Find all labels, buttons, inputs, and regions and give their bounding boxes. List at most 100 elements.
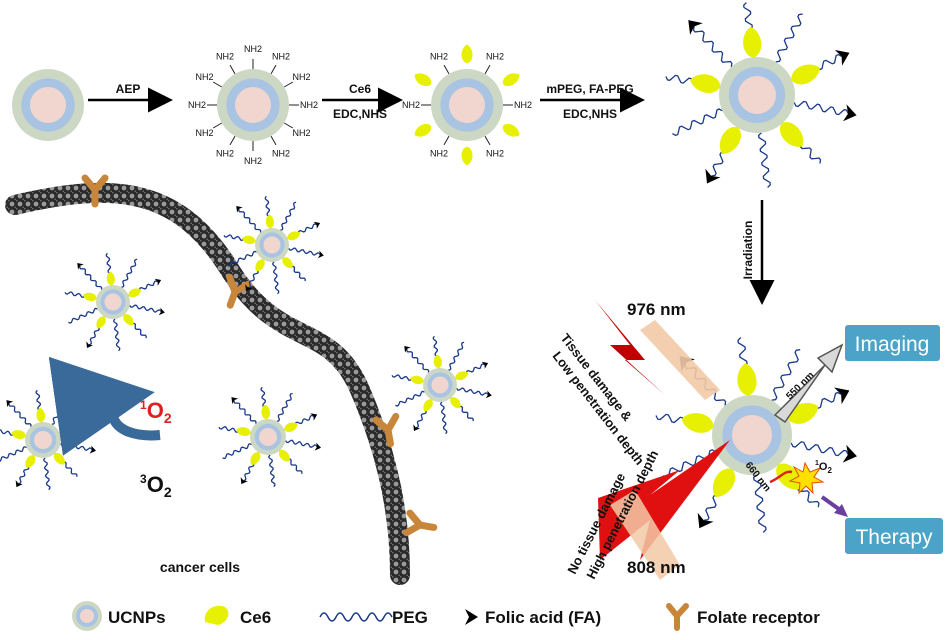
ce6-molecule bbox=[780, 122, 804, 147]
functionalized-ucnp bbox=[223, 195, 324, 295]
cancer-cells-label: cancer cells bbox=[160, 559, 240, 575]
peg-chain bbox=[79, 265, 103, 290]
ce6-molecule bbox=[502, 73, 520, 87]
therapy-box: Therapy bbox=[845, 518, 943, 554]
amine-label: NH2 bbox=[292, 72, 310, 82]
ce6-shape bbox=[502, 123, 520, 137]
amine-label: NH2 bbox=[486, 148, 504, 158]
laser-976: 976 nm Tissue damage & Low penetration d… bbox=[550, 300, 720, 468]
label-aep: AEP bbox=[116, 82, 141, 96]
nanoparticles: NH2NH2NH2NH2NH2NH2NH2NH2NH2NH2NH2NH2NH2N… bbox=[0, 2, 857, 533]
functionalized-ucnp bbox=[655, 337, 857, 533]
folic-acid-tip bbox=[89, 445, 97, 454]
ce6-molecule bbox=[681, 413, 714, 433]
peg-chain bbox=[121, 258, 138, 288]
ce6-molecule bbox=[123, 314, 134, 326]
ce6-shape bbox=[414, 123, 432, 137]
peg-chain bbox=[129, 304, 162, 313]
ce6-shape bbox=[282, 257, 293, 269]
ce6-molecule bbox=[284, 422, 298, 432]
ce6-molecule bbox=[278, 449, 290, 462]
folic-acid-icon bbox=[158, 307, 165, 316]
folic-acid-icon bbox=[310, 413, 318, 421]
folic-acid-tip bbox=[705, 168, 721, 184]
folic-acid-tip bbox=[842, 444, 857, 463]
peg-chain bbox=[51, 395, 68, 425]
ce6-molecule bbox=[96, 316, 106, 329]
folic-acid-icon bbox=[6, 400, 14, 408]
ce6-shape bbox=[737, 363, 757, 396]
legend-ce6: Ce6 bbox=[240, 608, 271, 627]
legend: UCNPs Ce6 PEG Folic acid (FA) Folate rec… bbox=[72, 601, 820, 631]
ce6-shape bbox=[455, 371, 469, 381]
peg-chain bbox=[288, 247, 321, 256]
ucnp-core bbox=[738, 76, 776, 114]
folic-acid-tip bbox=[313, 221, 321, 229]
ce6-molecule bbox=[690, 74, 721, 93]
legend-fa-icon bbox=[465, 609, 478, 625]
amine-bond bbox=[443, 135, 450, 146]
ce6-shape bbox=[236, 427, 251, 437]
ce6-molecule bbox=[255, 259, 265, 272]
peg-chain bbox=[43, 457, 51, 491]
folic-acid-icon bbox=[697, 512, 714, 529]
folic-acid-tip bbox=[843, 104, 857, 122]
ce6-molecule bbox=[128, 288, 142, 298]
legend-peg: PEG bbox=[392, 608, 428, 627]
laser-808: 808 nm No tissue damage High penetration… bbox=[564, 440, 730, 581]
folic-acid-icon bbox=[834, 387, 850, 405]
functionalized-ucnp bbox=[391, 335, 492, 435]
folic-acid-icon bbox=[404, 346, 411, 353]
peg-chain bbox=[790, 441, 849, 457]
amine-bond bbox=[270, 135, 277, 146]
ce6-molecule bbox=[433, 354, 442, 369]
amine-label: NH2 bbox=[244, 44, 262, 54]
lightning-976-icon bbox=[595, 300, 665, 395]
ce6-molecule bbox=[250, 452, 261, 465]
ucnp-core bbox=[449, 87, 485, 123]
folic-acid-tip bbox=[245, 284, 253, 292]
burst-oxygen-label: 1O2 bbox=[815, 460, 832, 475]
label-ce6: Ce6 bbox=[349, 82, 371, 96]
ce6-shape bbox=[287, 231, 301, 241]
folic-acid-tip bbox=[86, 341, 94, 349]
functionalized-ucnp bbox=[218, 386, 322, 488]
ce6-shape bbox=[265, 214, 274, 229]
ce6-molecule bbox=[36, 407, 46, 423]
folic-acid-tip bbox=[15, 480, 23, 488]
peg-chain bbox=[395, 390, 425, 407]
label-976: 976 nm bbox=[627, 300, 686, 319]
ce6-molecule bbox=[261, 404, 271, 420]
folic-acid-tip bbox=[834, 49, 850, 66]
ucnp-core bbox=[30, 87, 66, 123]
label-irradiation: Irradiation bbox=[741, 221, 755, 280]
peg-chain bbox=[692, 26, 733, 68]
ce6-shape bbox=[414, 73, 432, 87]
peg-chain bbox=[775, 13, 803, 63]
receptor-shape bbox=[226, 273, 253, 309]
folic-acid-tip bbox=[481, 361, 489, 369]
folic-acid-tip bbox=[404, 346, 411, 353]
imaging-box: Imaging bbox=[845, 325, 940, 361]
ce6-shape bbox=[788, 402, 819, 424]
amine-bond bbox=[283, 122, 294, 129]
ce6-molecule bbox=[414, 73, 432, 87]
synthesis-arrows bbox=[88, 87, 775, 305]
folic-acid-icon bbox=[842, 444, 857, 463]
ce6-shape bbox=[83, 292, 97, 302]
peg-chain bbox=[440, 401, 448, 435]
folic-acid-icon bbox=[413, 424, 421, 432]
ce6-shape bbox=[423, 399, 433, 412]
ce6-shape bbox=[11, 430, 26, 440]
ce6-molecule bbox=[106, 271, 115, 286]
singlet-burst-icon bbox=[788, 461, 825, 495]
ce6-shape bbox=[128, 288, 142, 298]
ce6-shape bbox=[261, 404, 271, 420]
folic-acid-icon bbox=[240, 477, 248, 485]
ce6-molecule bbox=[737, 363, 757, 396]
folic-acid-icon bbox=[89, 445, 97, 454]
ce6-shape bbox=[250, 452, 261, 465]
peg-chain bbox=[8, 403, 32, 427]
ucnp-core bbox=[235, 87, 271, 123]
